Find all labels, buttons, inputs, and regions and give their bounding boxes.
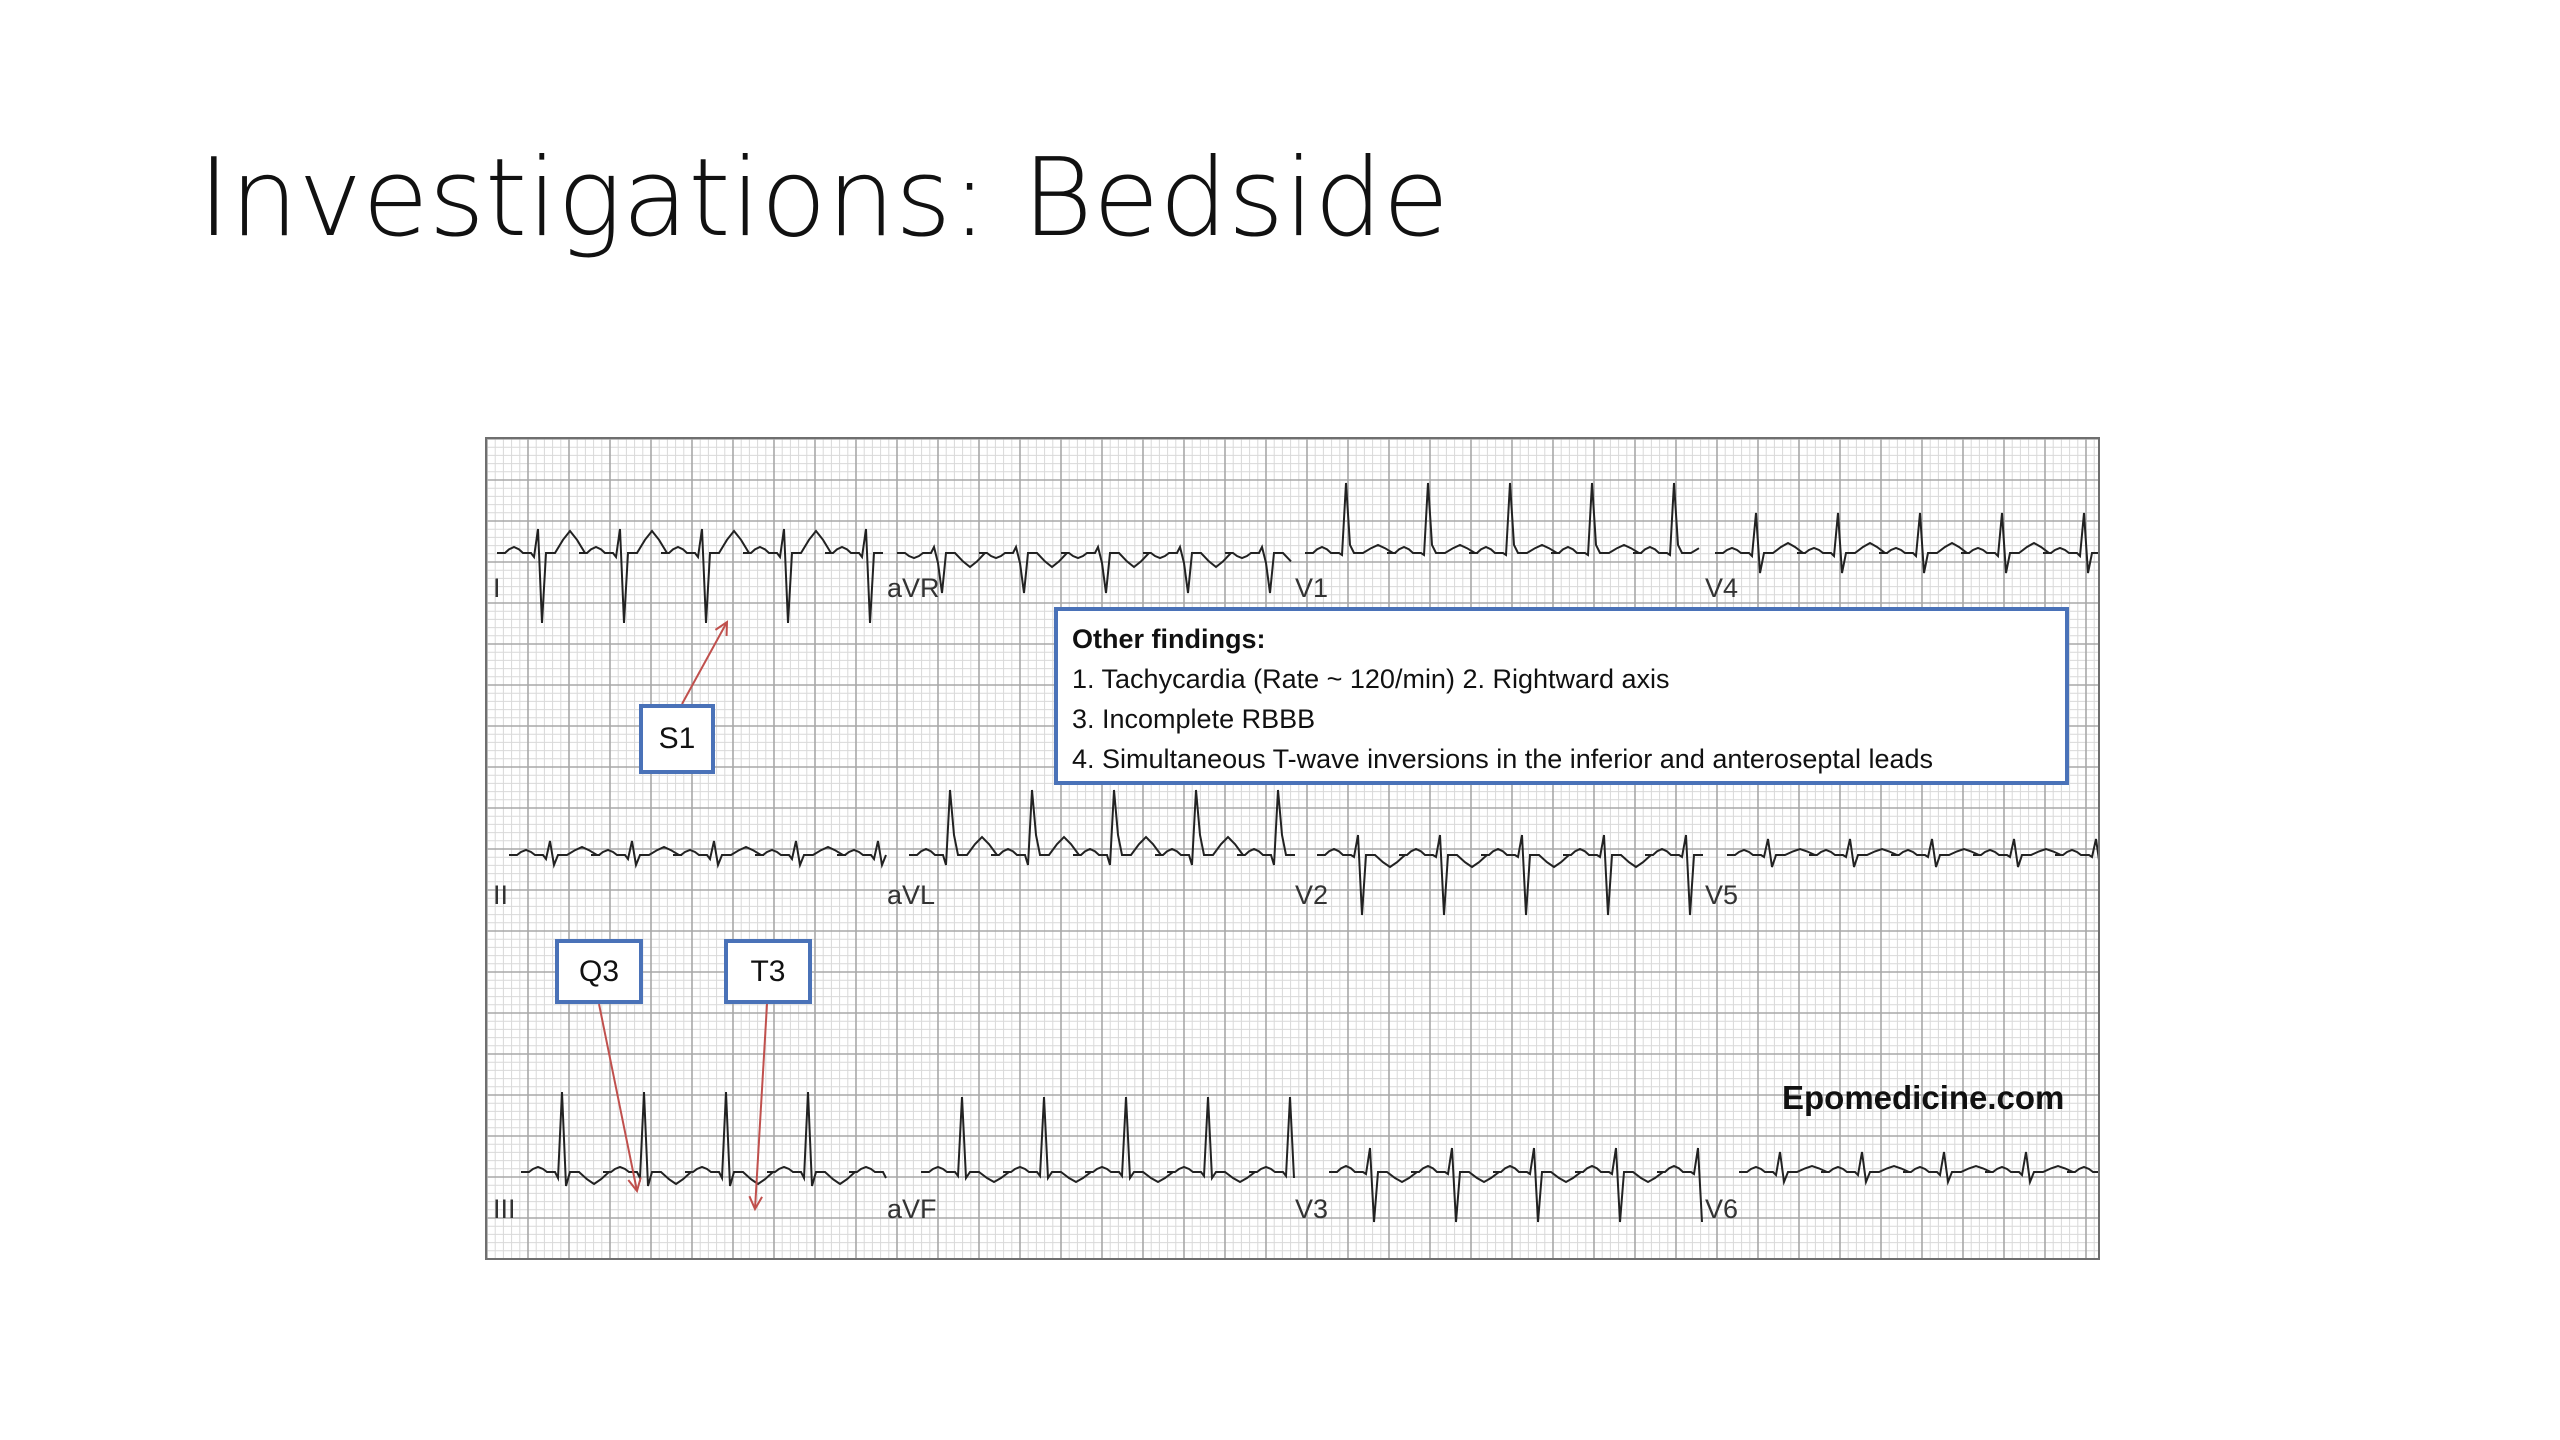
ecg-lead-trace [1715,512,2098,574]
callout-t3: T3 [724,939,812,1004]
finding-item: 1. Tachycardia (Rate ~ 120/min) 2. Right… [1072,664,1670,694]
watermark: Epomedicine.com [1782,1079,2065,1116]
ecg-lead-trace [1317,834,1703,916]
lead-label-v4: V4 [1705,573,1739,603]
lead-label-iii: III [493,1194,516,1224]
ecg-lead-trace [509,840,887,869]
ecg-lead-trace [1329,1147,1703,1223]
ecg-lead-trace [521,1091,887,1187]
callout-arrow [754,1003,768,1210]
ecg-tracing [487,439,2098,1258]
lead-label-i: I [493,573,501,603]
ecg-grid-major [487,439,2098,1258]
lead-label-avl: aVL [887,880,936,910]
ecg-lead-trace [497,528,883,624]
lead-label-v5: V5 [1705,880,1739,910]
callout-arrowhead [714,620,729,637]
callout-arrowhead [748,1195,763,1212]
finding-item: 3. Incomplete RBBB [1072,704,1316,734]
ecg-lead-trace [1739,1151,2098,1186]
callout-s1: S1 [639,704,715,774]
ecg-lead-trace [1727,838,2098,868]
lead-label-v2: V2 [1295,880,1329,910]
callout-arrow [598,1003,638,1192]
lead-label-ii: II [493,880,509,910]
lead-label-avf: aVF [887,1194,937,1224]
callout-arrowhead [627,1177,642,1194]
ecg-lead-trace [1305,482,1700,557]
lead-label-v3: V3 [1295,1194,1329,1224]
lead-label-v6: V6 [1705,1194,1739,1224]
ecg-lead-trace [897,544,1292,594]
findings-heading: Other findings: [1072,624,1266,654]
callout-arrow [681,621,728,705]
lead-label-avr: aVR [887,573,940,603]
ecg-figure: I aVR V1 V4 II aVL V2 V5 III aVF V3 V6 O… [485,437,2100,1260]
callout-q3: Q3 [555,939,643,1004]
ecg-lead-trace [909,789,1295,866]
other-findings-box: Other findings: 1. Tachycardia (Rate ~ 1… [1054,607,2069,785]
slide-title: Investigations: Bedside [198,136,1450,261]
lead-label-v1: V1 [1295,573,1329,603]
finding-item: 4. Simultaneous T-wave inversions in the… [1072,744,1933,774]
ecg-lead-trace [921,1096,1295,1184]
